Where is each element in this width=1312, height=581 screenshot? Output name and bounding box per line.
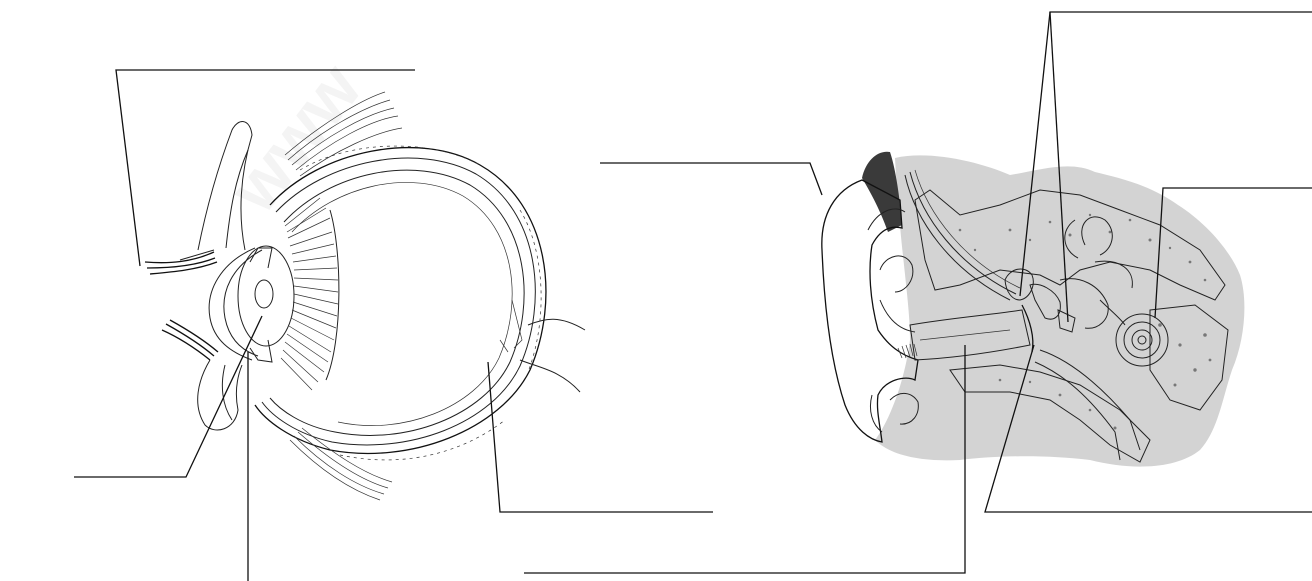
upper-eyelashes [145, 250, 217, 274]
lower-eyelashes [162, 320, 218, 360]
svg-text:www: www [213, 49, 376, 227]
lower-muscle [290, 428, 392, 500]
watermark: www [213, 49, 376, 227]
ciliary-fibers [281, 198, 339, 390]
ear-diagram [822, 152, 1245, 467]
lens [238, 246, 294, 346]
leader-lens [74, 316, 262, 477]
lower-eyelid [198, 360, 242, 430]
cornea [209, 248, 262, 360]
leader-pinna [600, 163, 822, 195]
eye-diagram [145, 92, 585, 500]
